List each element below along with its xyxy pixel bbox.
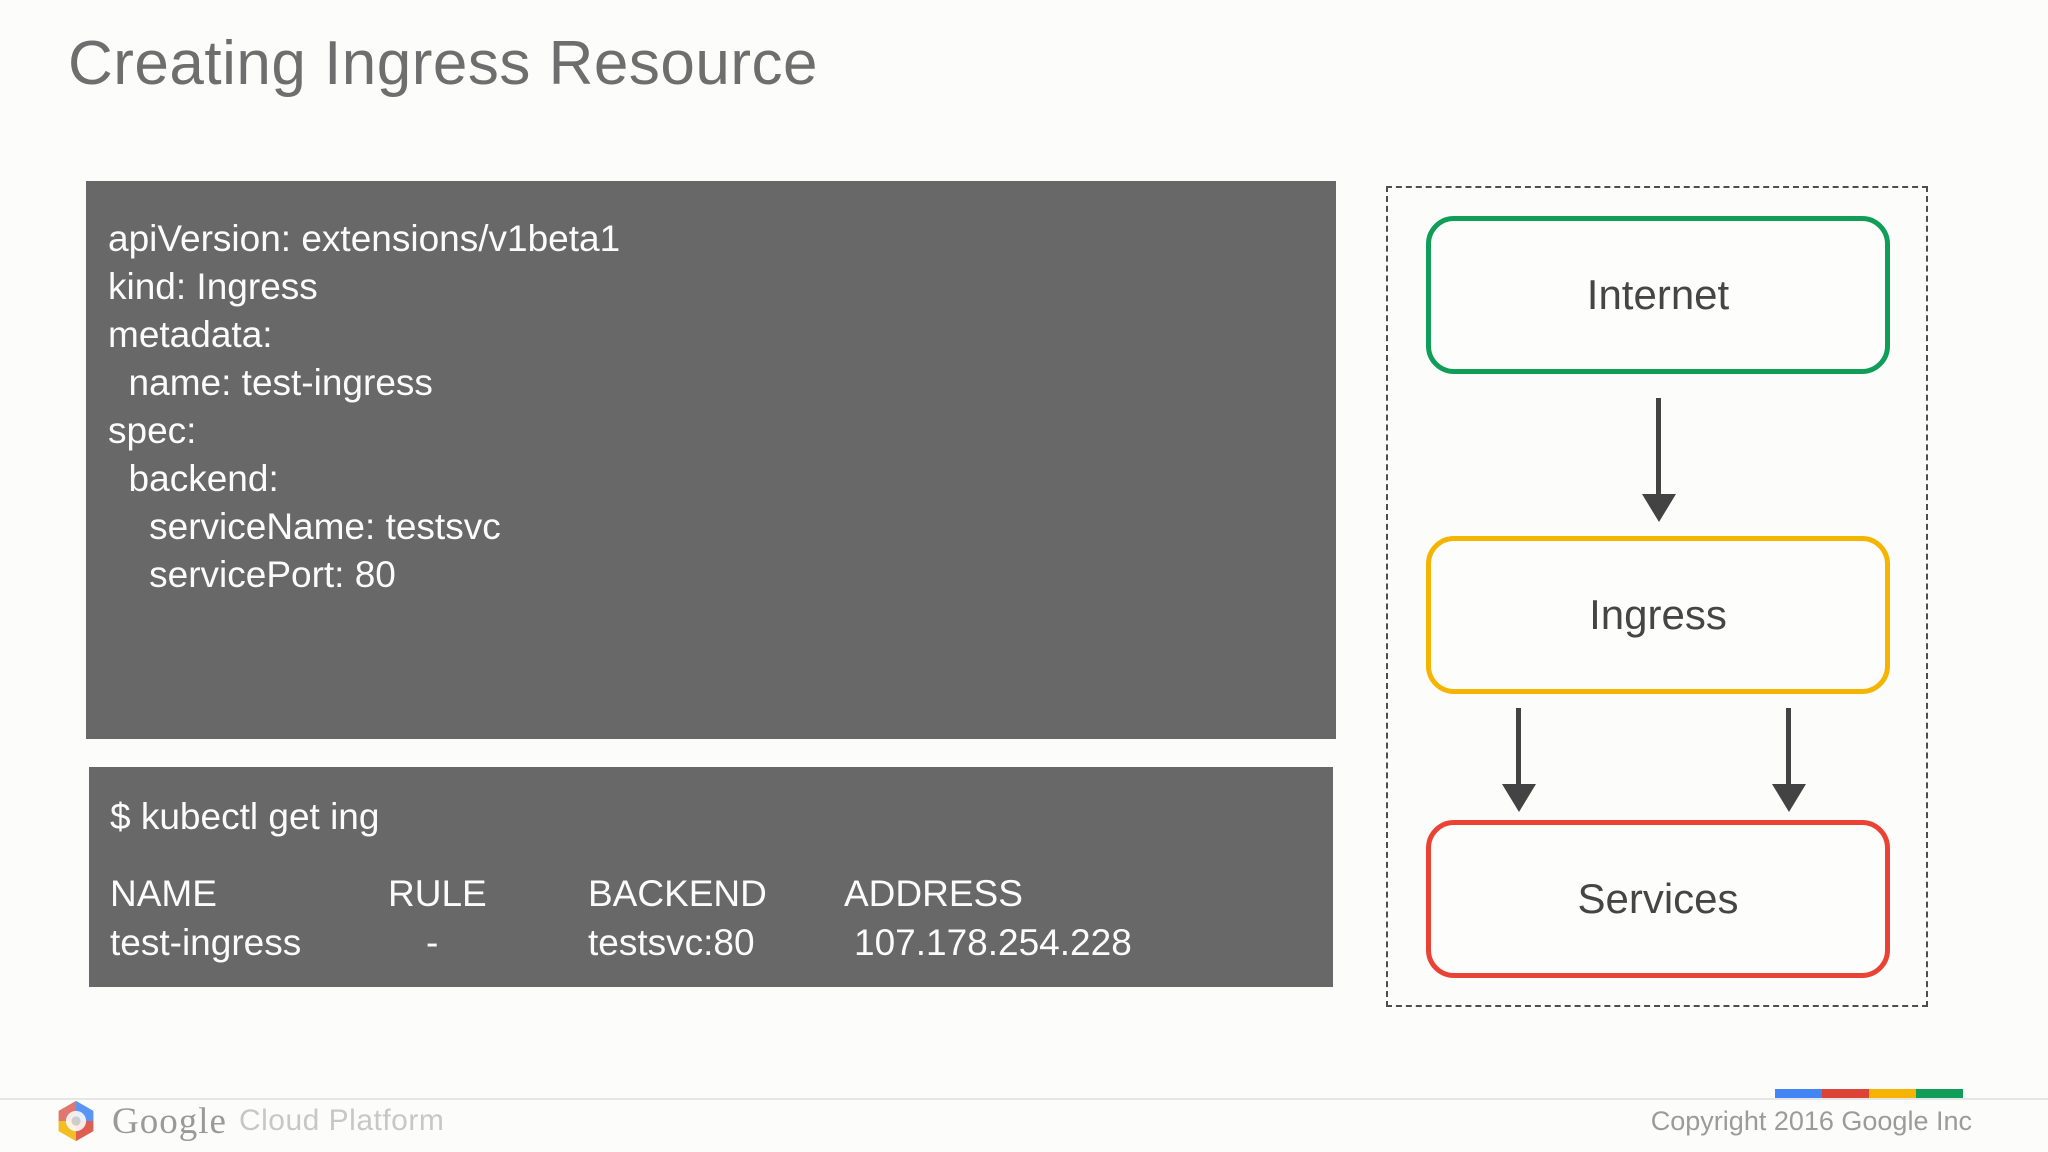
terminal-output-table: NAME RULE BACKEND ADDRESS test-ingress -…	[110, 869, 1313, 967]
color-bar-yellow	[1869, 1089, 1916, 1098]
arrow-down-icon-ingress-to-services-left	[1516, 708, 1521, 786]
copyright-text: Copyright 2016 Google Inc	[1650, 1106, 1972, 1136]
arrow-down-icon-ingress-to-services-right	[1786, 708, 1791, 786]
arrow-down-icon-internet-to-ingress	[1656, 398, 1661, 496]
yaml-code-text: apiVersion: extensions/v1beta1 kind: Ing…	[108, 218, 621, 595]
column-header-rule: RULE	[388, 873, 487, 914]
node-services-label: Services	[1577, 875, 1739, 922]
cell-address: 107.178.254.228	[854, 922, 1132, 963]
cell-name: test-ingress	[110, 922, 302, 963]
column-header-backend: BACKEND	[588, 873, 767, 914]
gcp-logo: Google Cloud Platform	[54, 1099, 444, 1143]
page-title: Creating Ingress Resource	[68, 29, 818, 98]
column-header-address: ADDRESS	[844, 873, 1023, 914]
terminal-panel: $ kubectl get ing NAME RULE BACKEND ADDR…	[89, 767, 1333, 987]
google-wordmark: Google	[112, 1100, 227, 1142]
cloud-platform-wordmark: Cloud Platform	[238, 1104, 445, 1137]
color-bar-green	[1916, 1089, 1963, 1098]
gcp-hexagon-icon	[58, 1100, 94, 1142]
architecture-diagram: Internet Ingress Services	[1386, 186, 1928, 1007]
yaml-code-panel: apiVersion: extensions/v1beta1 kind: Ing…	[86, 181, 1336, 739]
footer-divider	[0, 1098, 2048, 1100]
node-internet-label: Internet	[1586, 271, 1730, 318]
cell-backend: testsvc:80	[588, 922, 755, 963]
node-ingress: Ingress	[1426, 536, 1890, 694]
column-header-name: NAME	[110, 873, 217, 914]
cell-rule: -	[426, 922, 439, 963]
node-ingress-label: Ingress	[1589, 591, 1727, 638]
google-color-bars	[1775, 1089, 1963, 1098]
terminal-command: $ kubectl get ing	[110, 796, 380, 837]
node-internet: Internet	[1426, 216, 1890, 374]
color-bar-red	[1822, 1089, 1869, 1098]
node-services: Services	[1426, 820, 1890, 978]
color-bar-blue	[1775, 1089, 1822, 1098]
